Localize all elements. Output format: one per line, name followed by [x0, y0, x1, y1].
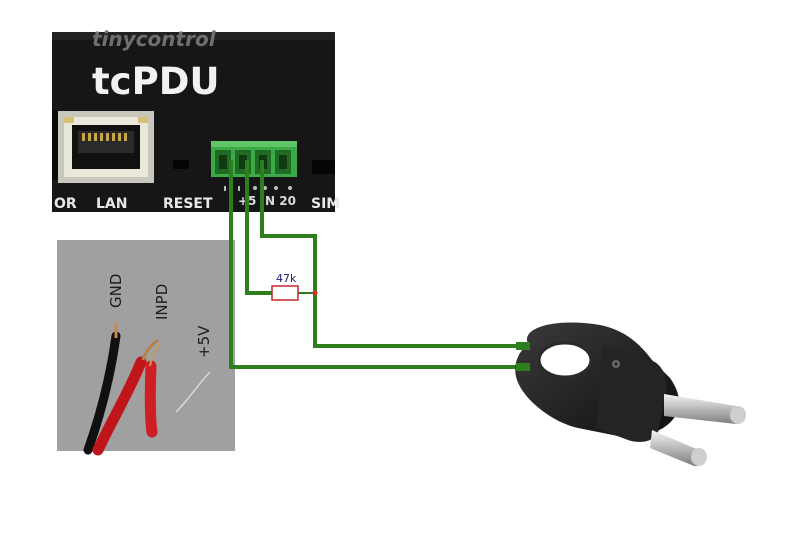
- wires: [229, 160, 530, 369]
- junction-dot: [312, 290, 318, 296]
- wire-photo: GND INPD +5V: [57, 240, 235, 456]
- wire-input: [245, 160, 272, 295]
- port-label-sim: SIM: [311, 196, 340, 212]
- plug-face: [596, 344, 667, 442]
- resistor: 47k: [271, 272, 318, 301]
- port-label-reset: RESET: [163, 196, 213, 212]
- label-gnd: GND: [107, 274, 125, 308]
- lan-port: [58, 111, 154, 183]
- resistor-body: [271, 285, 299, 301]
- plug-pins: [650, 394, 746, 467]
- terminal-pin-labels: +5 IN 20: [238, 194, 296, 208]
- port-label-lan: LAN: [96, 196, 127, 212]
- resistor-label: 47k: [276, 272, 297, 285]
- plug-hole: [539, 343, 591, 377]
- device-model: tcPDU: [92, 60, 220, 103]
- label-inpd: INPD: [153, 284, 171, 320]
- euro-plug: [515, 322, 746, 467]
- label-plus5v: +5V: [195, 325, 213, 358]
- terminal-block: [211, 141, 297, 177]
- tcpdu-device: tinycontrol tcPDU: [52, 27, 340, 212]
- wire-plus5: [260, 160, 530, 348]
- port-label-or: OR: [54, 196, 77, 212]
- reset-hole: [173, 160, 189, 169]
- device-brand: tinycontrol: [92, 27, 217, 51]
- wire-gnd: [229, 160, 530, 369]
